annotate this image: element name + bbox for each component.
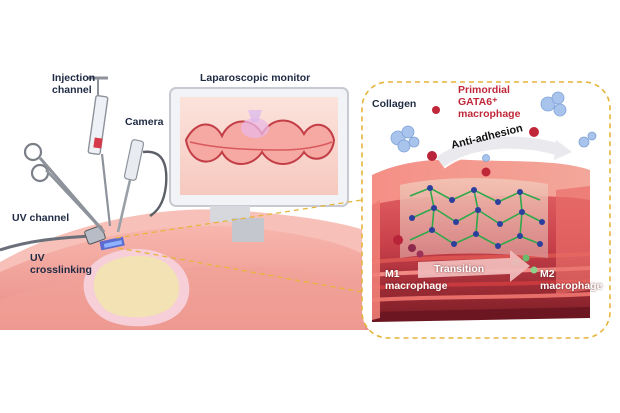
label-transition: Transition <box>434 263 485 275</box>
label-uv-crosslinking: UV crosslinking <box>30 252 92 276</box>
laparoscopic-monitor <box>169 87 349 242</box>
label-camera: Camera <box>125 116 164 128</box>
label-uv-channel: UV channel <box>12 212 70 224</box>
anti-adhesion-arrow <box>435 134 572 169</box>
transition-arrow <box>418 250 530 282</box>
callout-connectors <box>115 199 363 293</box>
camera-scope <box>116 139 168 233</box>
injection-syringe <box>87 76 112 227</box>
label-primordial-macrophage: Primordial GATA6⁺ macrophage <box>458 84 521 120</box>
monitor-colon-view <box>184 110 336 165</box>
label-m2-macrophage: M2 macrophage <box>540 268 603 292</box>
hydrogel-patch <box>400 178 548 258</box>
uv-crosslinking-site <box>99 236 125 251</box>
label-injection-channel: Injection channel <box>52 72 96 96</box>
forceps-instrument <box>23 142 106 233</box>
collagen-clusters <box>390 91 597 162</box>
label-m1-macrophage: M1 macrophage <box>385 268 448 292</box>
wound-site <box>83 248 190 327</box>
label-collagen: Collagen <box>372 98 417 110</box>
label-laparoscopic-monitor: Laparoscopic monitor <box>200 72 311 84</box>
